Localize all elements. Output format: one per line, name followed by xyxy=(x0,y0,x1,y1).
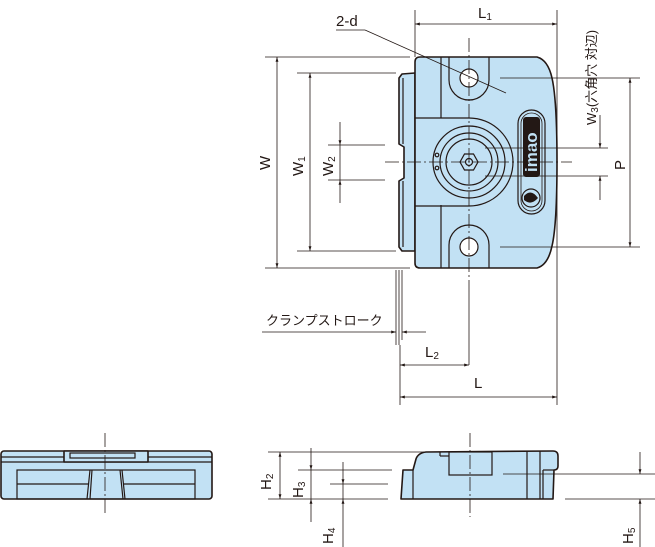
clamp-stroke-label: クランプストローク xyxy=(266,313,383,328)
dim-H4: H4 xyxy=(320,527,338,544)
svg-text:imao: imao xyxy=(522,132,541,172)
dim-W3: W3(六角穴 対辺) xyxy=(584,30,601,125)
dim-W1: W1 xyxy=(290,156,308,176)
top-view-dimensions: L1 2-d W W1 W2 W3(六角穴 対辺) P xyxy=(257,5,640,405)
dim-L2: L2 xyxy=(425,344,439,362)
top-view: imao xyxy=(385,38,572,365)
dim-L: L xyxy=(474,375,482,392)
front-view xyxy=(0,433,213,516)
dim-P: P xyxy=(612,160,629,170)
side-view xyxy=(400,433,559,517)
dim-H5: H5 xyxy=(620,527,638,544)
dim-2-d: 2-d xyxy=(336,13,358,30)
dim-W2: W2 xyxy=(320,156,338,176)
side-view-dimensions: H2 H3 H4 H5 xyxy=(258,448,655,547)
dim-L1: L1 xyxy=(478,5,492,23)
dim-H3: H3 xyxy=(290,481,308,498)
dim-H2: H2 xyxy=(258,473,276,490)
dim-W: W xyxy=(257,155,274,170)
